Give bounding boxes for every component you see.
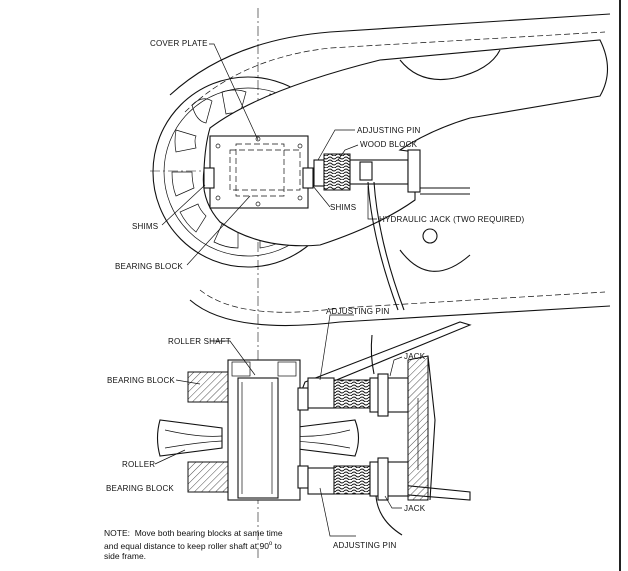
track-dashed-outline — [184, 31, 606, 313]
roller-shaft-detail — [241, 382, 273, 494]
shims-left — [203, 167, 215, 189]
roller-left — [156, 419, 223, 457]
note-body-b: to side frame. — [104, 540, 282, 561]
hydraulic-jack-top-view — [349, 159, 409, 185]
wood-block-lower — [333, 465, 371, 495]
label-shims-left: SHIMS — [132, 222, 158, 231]
label-hydraulic-jack: HYDRAULIC JACK (TWO REQUIRED) — [379, 215, 524, 224]
adjusting-pin-upper — [297, 387, 309, 411]
bearing-block-lower — [187, 461, 229, 493]
hydraulic-hose-upper — [370, 334, 375, 375]
label-roller-shaft: ROLLER SHAFT — [168, 337, 231, 346]
hydraulic-hose-top — [367, 181, 405, 311]
label-bearing-block-upper: BEARING BLOCK — [107, 376, 175, 385]
note-text: NOTE: Move both bearing blocks at same t… — [104, 528, 294, 561]
jack-ring — [359, 161, 373, 181]
bearing-block-hidden — [235, 143, 285, 197]
top-view — [150, 8, 611, 560]
cover-plate — [209, 135, 309, 209]
rear-roller — [399, 249, 471, 272]
roller-shaft — [237, 377, 279, 499]
shims-right — [302, 167, 314, 189]
bottom-view — [156, 321, 472, 536]
frame-edge — [427, 355, 436, 501]
note-prefix: NOTE: — [104, 528, 130, 538]
labels: COVER PLATE ADJUSTING PIN WOOD BLOCK SHI… — [106, 39, 524, 550]
page-right-border — [619, 0, 628, 571]
roller-contour-a — [164, 429, 223, 449]
roller-right — [289, 419, 360, 457]
adjusting-pin-top-view — [313, 159, 325, 187]
label-bearing-block-top: BEARING BLOCK — [115, 262, 183, 271]
frame-hole — [422, 228, 438, 244]
label-roller: ROLLER — [122, 460, 155, 469]
label-cover-plate: COVER PLATE — [150, 39, 208, 48]
bearing-block-upper — [187, 371, 229, 403]
label-adjusting-pin-mid: ADJUSTING PIN — [326, 307, 390, 316]
jack-lower — [369, 461, 409, 497]
jack-upper — [369, 377, 409, 413]
label-jack-bottom: JACK — [404, 504, 426, 513]
label-bearing-block-lower: BEARING BLOCK — [106, 484, 174, 493]
cover-plate-bolts — [215, 136, 303, 207]
note-degree: o — [268, 540, 273, 547]
hydraulic-hose-lower — [375, 495, 403, 536]
jack-support — [407, 149, 421, 193]
label-jack-top: JACK — [404, 352, 426, 361]
note-body-a: Move both bearing blocks at same time an… — [104, 528, 283, 551]
wood-block-top-view — [323, 153, 351, 191]
leader-lines — [154, 43, 403, 537]
label-adjusting-pin-bottom: ADJUSTING PIN — [333, 541, 397, 550]
label-shims-right: SHIMS — [330, 203, 356, 212]
shaft-hidden — [229, 149, 301, 191]
label-wood-block: WOOD BLOCK — [360, 140, 418, 149]
top-rear-wheel — [399, 49, 501, 81]
label-adjusting-pin-top: ADJUSTING PIN — [357, 126, 421, 135]
wood-block-upper — [333, 379, 371, 409]
adjusting-pin-lower — [297, 465, 309, 489]
